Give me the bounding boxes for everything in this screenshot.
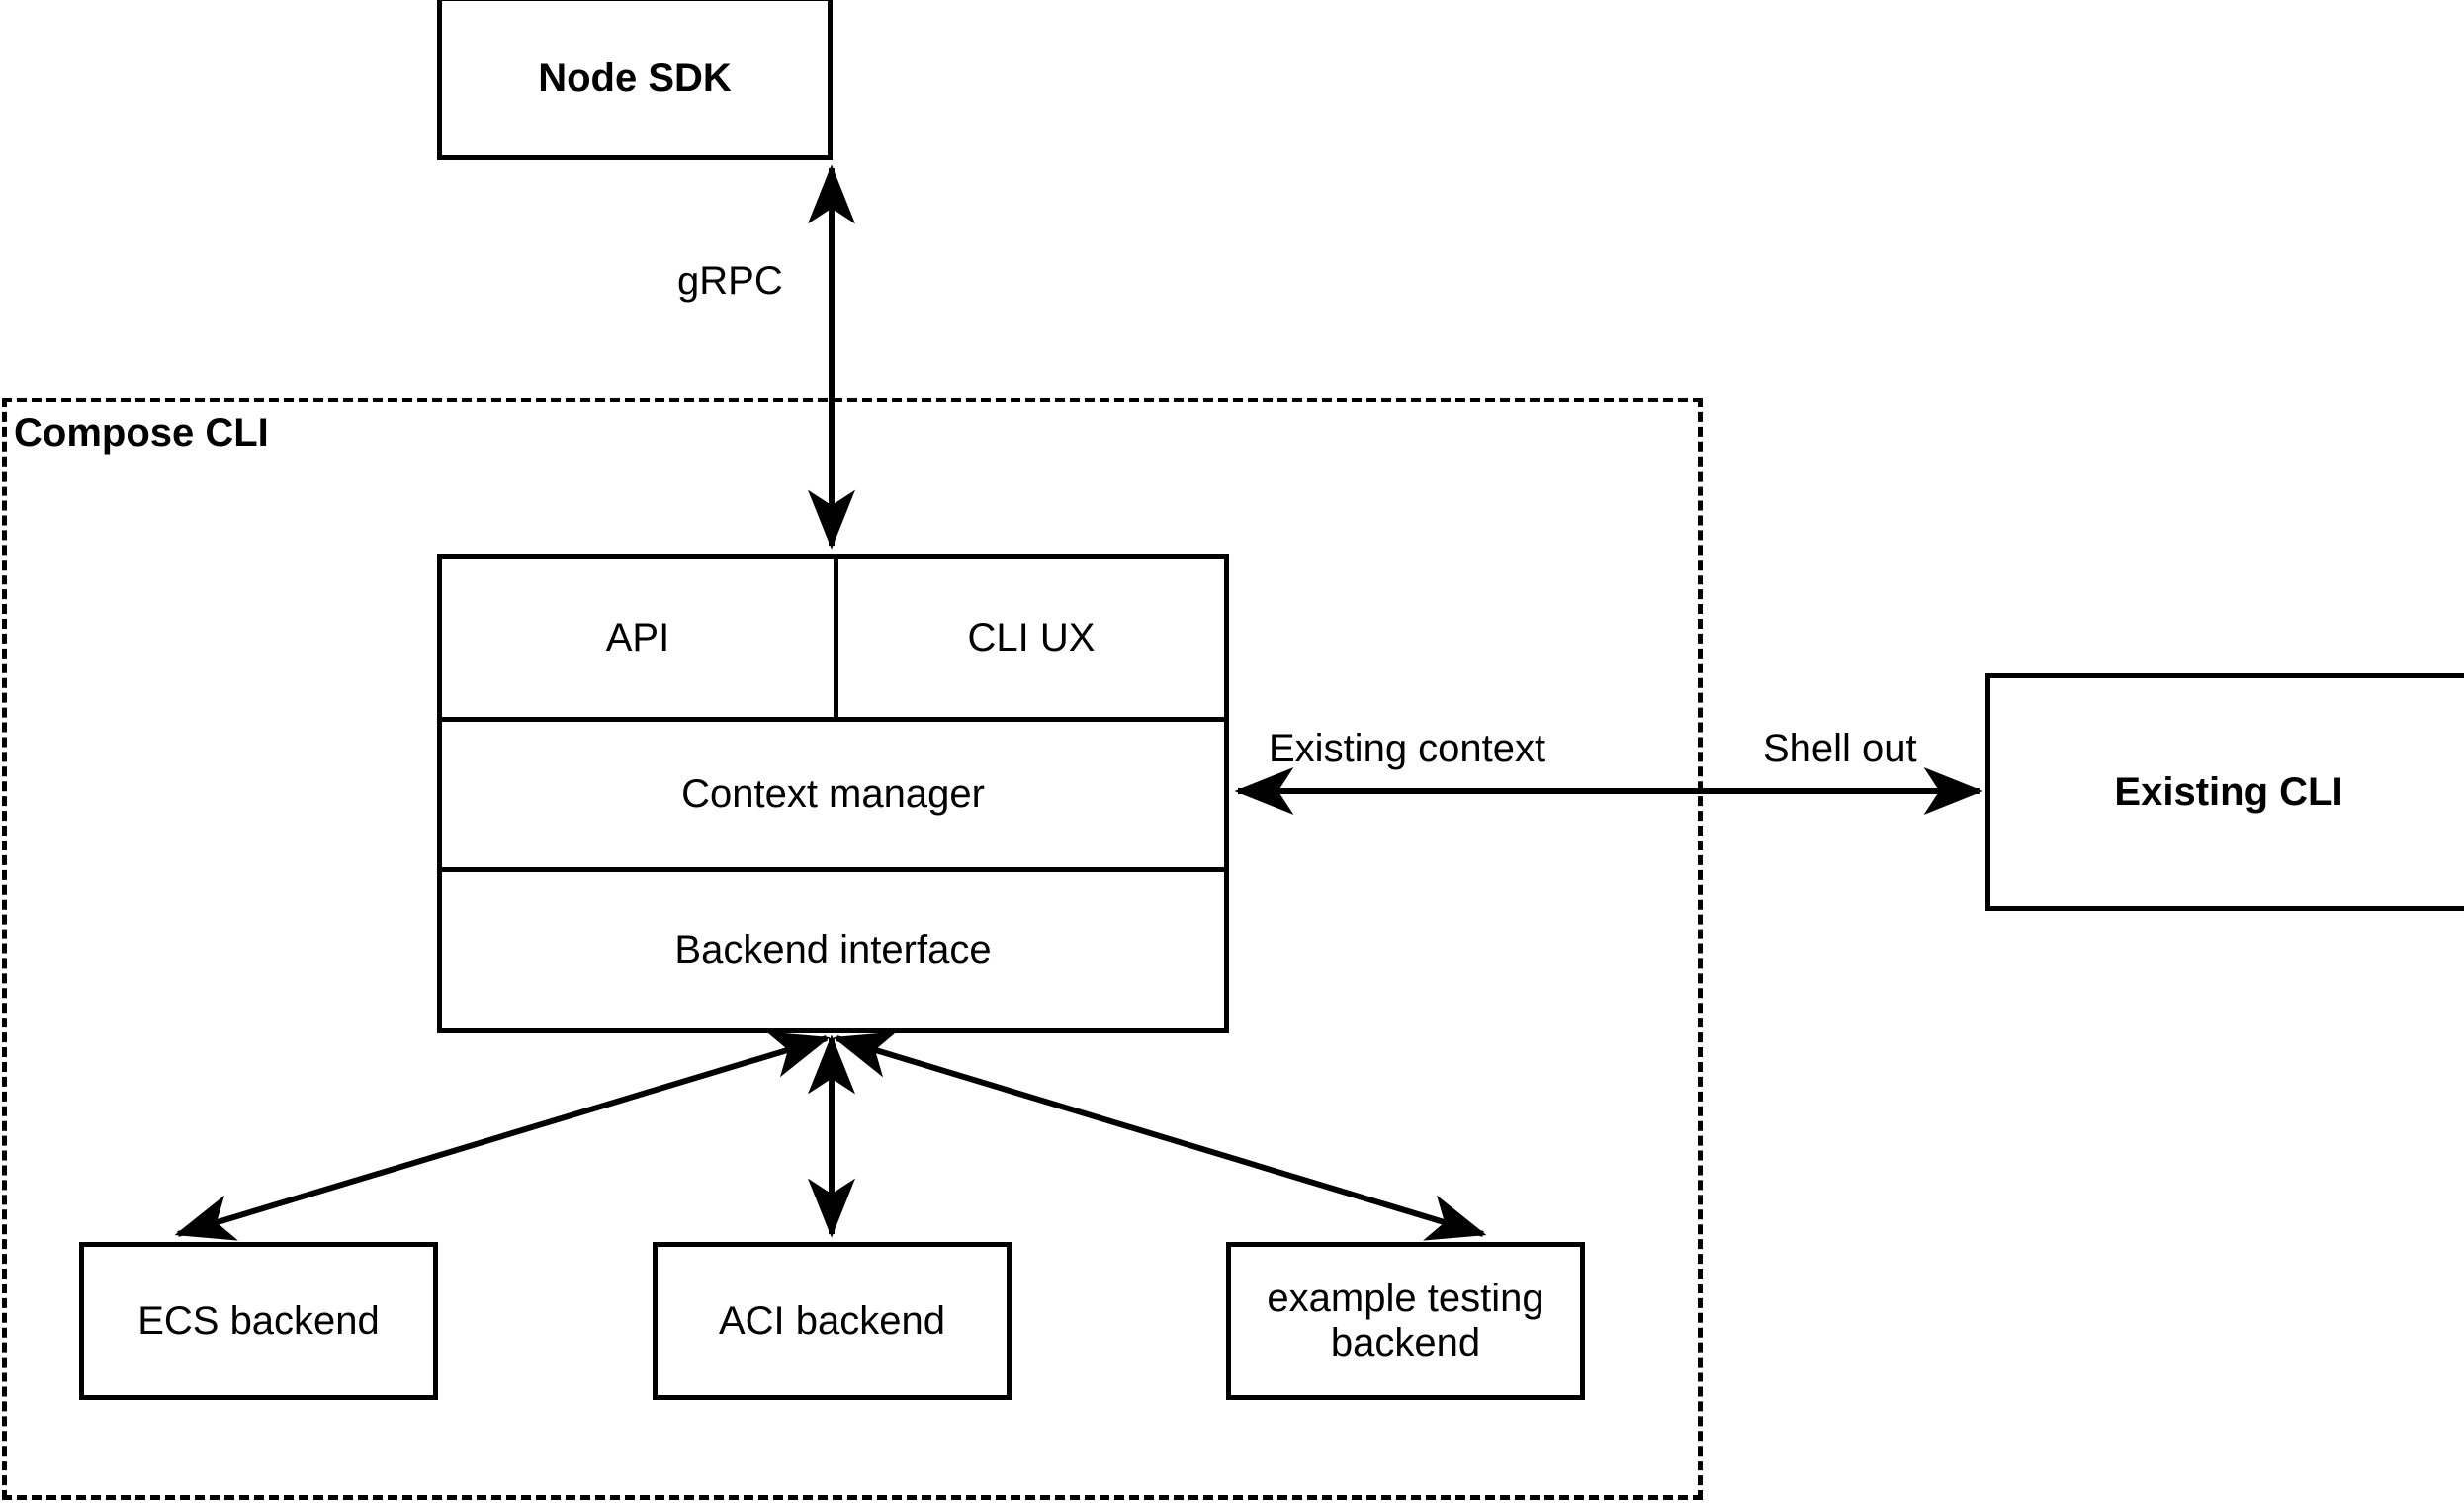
- node-aci-backend[interactable]: ACI backend: [653, 1242, 1012, 1400]
- node-node-sdk[interactable]: Node SDK: [437, 0, 833, 160]
- node-existing-cli[interactable]: Existing CLI: [1985, 673, 2464, 911]
- node-compose-cli-stack: API CLI UX Context manager Backend inter…: [437, 554, 1229, 1033]
- stack-cell-api[interactable]: API: [442, 559, 834, 717]
- stack-row-api: API CLI UX: [442, 559, 1224, 717]
- stack-row-context-manager: Context manager: [442, 717, 1224, 867]
- node-ecs-backend[interactable]: ECS backend: [79, 1242, 438, 1400]
- stack-cell-api-label: API: [605, 615, 670, 660]
- edge-label-existing-context: Existing context: [1269, 727, 1546, 770]
- node-example-testing-backend[interactable]: example testing backend: [1226, 1242, 1585, 1400]
- stack-cell-cli-ux-label: CLI UX: [967, 615, 1096, 660]
- node-ecs-backend-label: ECS backend: [137, 1298, 380, 1343]
- stack-row-backend-interface: Backend interface: [442, 867, 1224, 1028]
- stack-cell-context-manager-label: Context manager: [681, 772, 985, 816]
- group-compose-cli-label: Compose CLI: [14, 411, 269, 455]
- stack-cell-context-manager[interactable]: Context manager: [442, 722, 1224, 867]
- node-example-testing-backend-label: example testing backend: [1267, 1277, 1544, 1365]
- node-existing-cli-label: Existing CLI: [2114, 769, 2343, 814]
- stack-cell-backend-interface[interactable]: Backend interface: [442, 872, 1224, 1028]
- stack-cell-cli-ux[interactable]: CLI UX: [834, 559, 1224, 717]
- node-aci-backend-label: ACI backend: [718, 1298, 946, 1343]
- edge-label-shell-out: Shell out: [1763, 727, 1917, 770]
- stack-cell-backend-interface-label: Backend interface: [674, 928, 992, 972]
- edge-label-grpc: gRPC: [677, 259, 783, 303]
- node-node-sdk-label: Node SDK: [538, 55, 732, 100]
